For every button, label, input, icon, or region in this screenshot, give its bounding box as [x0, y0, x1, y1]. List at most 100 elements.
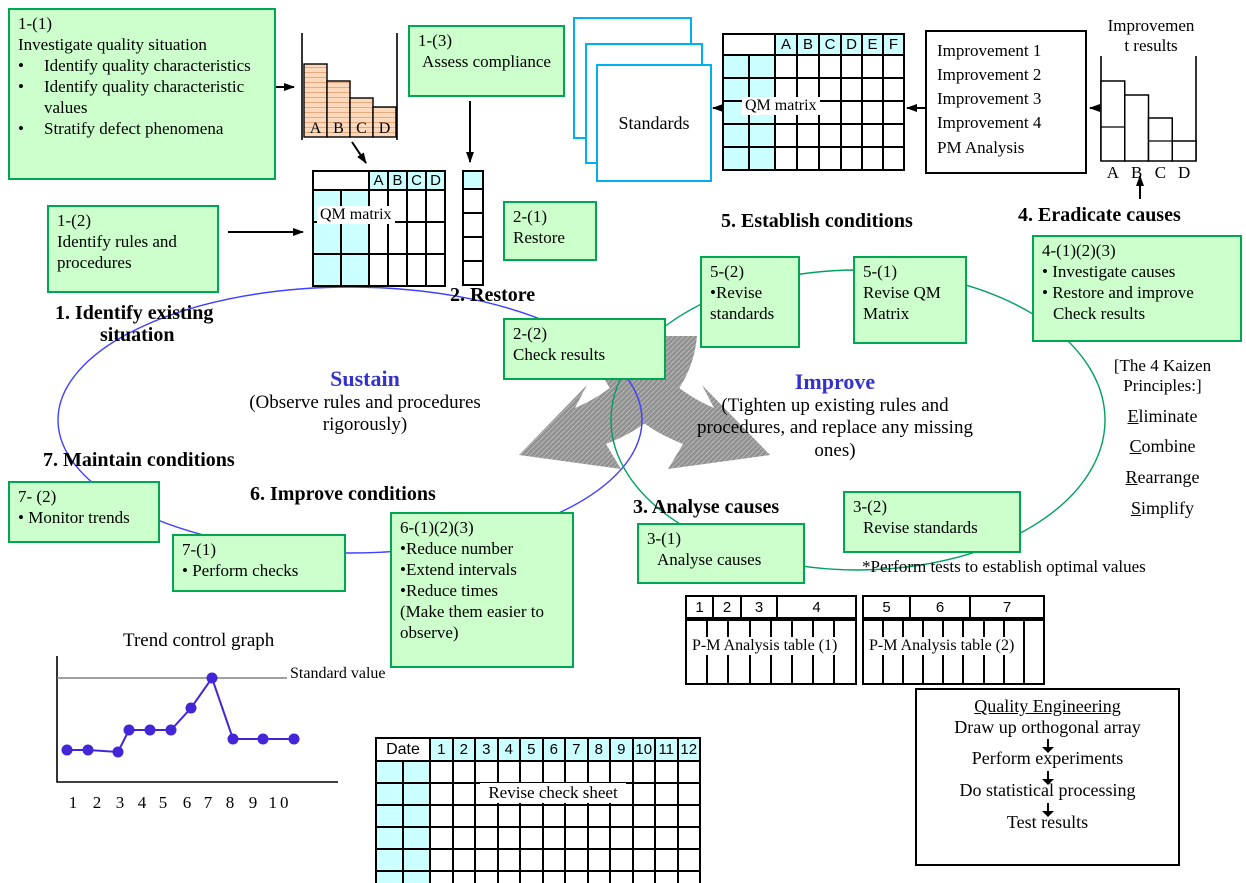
header-cell: 6	[909, 595, 971, 619]
table-cell	[519, 826, 544, 850]
table-cell	[462, 188, 484, 214]
table-cell	[861, 77, 884, 102]
down-arrow-icon	[1041, 802, 1054, 817]
table-cell	[564, 760, 589, 784]
heading-step-3: 3. Analyse causes	[633, 496, 780, 518]
table-cell	[406, 189, 427, 223]
table-cell	[676, 804, 701, 828]
table-cell	[541, 826, 566, 850]
trend-point	[144, 724, 156, 736]
bullet-item: •Identify quality characteristic values	[18, 77, 245, 118]
box-7-2: 7- (2) • Monitor trends	[8, 481, 160, 543]
standards-label: Standards	[618, 112, 690, 133]
table-cell	[748, 54, 776, 79]
table-cell	[402, 826, 431, 850]
table-cell	[402, 870, 431, 883]
table-cell	[375, 760, 404, 784]
table-cell	[748, 123, 776, 148]
result-bar-label: D	[1178, 163, 1190, 182]
header-cell: 7	[969, 595, 1045, 619]
down-arrow-icon	[1041, 739, 1054, 754]
improve-subtitle: (Tighten up existing rules and procedure…	[697, 395, 973, 461]
table-cell	[609, 760, 634, 784]
pareto-bar-label: A	[310, 120, 322, 137]
table-cell	[774, 123, 798, 148]
table-cell	[564, 870, 589, 883]
heading-step-5: 5. Establish conditions	[721, 210, 913, 232]
header-cell: 3	[740, 595, 778, 619]
improvement-item: Improvement 3	[937, 89, 1042, 109]
table-cell	[519, 760, 544, 784]
table-cell	[722, 100, 750, 125]
table-cell	[774, 54, 798, 79]
header-cell: C	[406, 170, 427, 191]
table-cell	[861, 146, 884, 171]
table-cell	[496, 870, 521, 883]
table-cell	[882, 123, 905, 148]
sustain-subtitle: (Observe rules and procedures rigorously…	[249, 392, 481, 436]
header-cell: A	[774, 33, 798, 56]
table-cell	[496, 826, 521, 850]
improvement-results-title: Improvemen t results	[1107, 16, 1195, 55]
result-bar	[1100, 80, 1126, 162]
table-cell	[312, 221, 342, 255]
header-cell: D	[425, 170, 446, 191]
trend-x-label: 5	[159, 793, 168, 812]
trend-x-label: 10	[269, 793, 292, 812]
table-cell	[462, 236, 484, 262]
table-cell	[882, 54, 905, 79]
table-cell	[882, 77, 905, 102]
table-cell	[496, 804, 521, 828]
kaizen-principles-block: [The 4 Kaizen Principles:] Eliminate Com…	[1080, 356, 1245, 519]
pm-table2-label: P-M Analysis table (2)	[866, 637, 1018, 655]
improvement-item: PM Analysis	[937, 137, 1025, 157]
table-cell	[722, 123, 750, 148]
box-2-2: 2-(2) Check results	[503, 318, 666, 380]
table-cell	[654, 826, 679, 850]
trend-point	[61, 744, 73, 756]
arrow-pareto-to-qmmatrix	[351, 141, 367, 164]
trend-x-label: 7	[204, 793, 213, 812]
table-cell	[451, 782, 476, 806]
table-cell	[425, 253, 446, 287]
header-cell: E	[861, 33, 884, 56]
kaizen-principle: Simplify	[1130, 497, 1194, 518]
table-cell	[541, 804, 566, 828]
kaizen-principle: Rearrange	[1125, 466, 1200, 487]
pareto-bar-label: C	[356, 120, 367, 137]
box-2-1: 2-(1) Restore	[503, 201, 597, 261]
heading-step-2: 2. Restore	[450, 284, 536, 306]
bullet-item: •Stratify defect phenomena	[18, 119, 224, 139]
header-cell: 1	[685, 595, 714, 619]
standards-sheet-front: Standards	[596, 64, 712, 182]
result-bar-label: A	[1107, 163, 1120, 182]
improvement-item: Improvement 2	[937, 65, 1042, 85]
box-1-3: 1-(3) Assess compliance	[408, 25, 565, 97]
header-cell: 6	[541, 737, 566, 762]
qe-step: Do statistical processing	[959, 780, 1136, 801]
table-cell	[609, 848, 634, 872]
table-cell	[609, 804, 634, 828]
table-cell	[375, 782, 404, 806]
box-1-1: 1-(1) Investigate quality situation •Ide…	[8, 8, 276, 180]
table-cell	[402, 848, 431, 872]
table-cell	[722, 33, 776, 56]
trend-point	[123, 724, 135, 736]
sustain-loop-ellipse	[57, 286, 643, 554]
table-cell	[375, 804, 404, 828]
table-cell	[375, 848, 404, 872]
table-cell	[586, 804, 611, 828]
header-cell: 12	[676, 737, 701, 762]
table-cell	[564, 804, 589, 828]
result-bar-label: B	[1131, 163, 1142, 182]
table-cell	[402, 804, 431, 828]
table-cell	[774, 146, 798, 171]
table-cell	[654, 760, 679, 784]
table-cell	[586, 760, 611, 784]
table-cell	[541, 848, 566, 872]
table-cell	[818, 146, 842, 171]
table-cell	[375, 826, 404, 850]
